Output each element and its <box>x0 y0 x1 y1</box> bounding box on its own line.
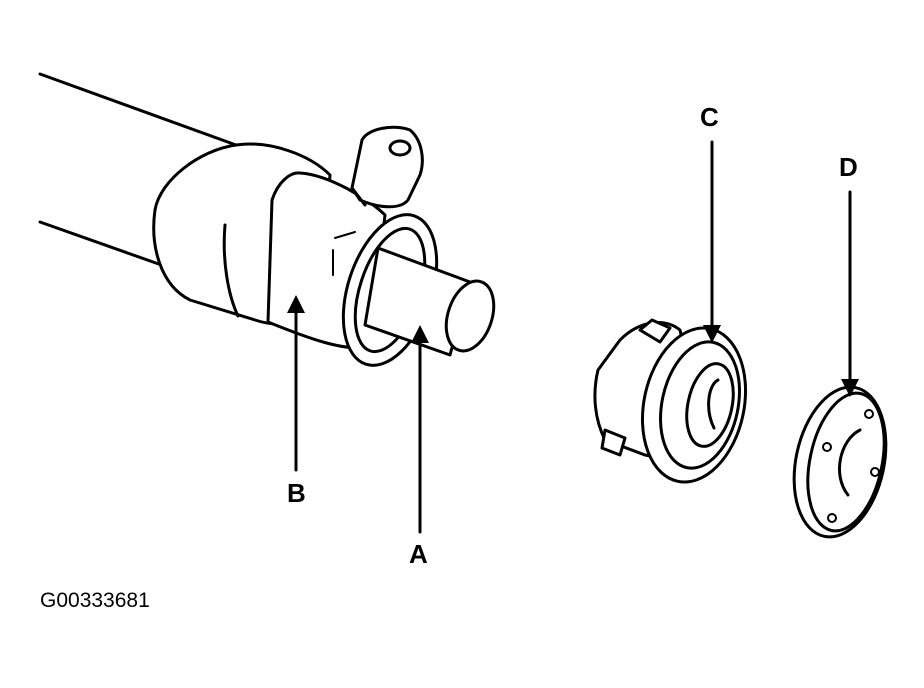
callout-label-b: B <box>287 478 306 508</box>
plate-d <box>792 385 888 539</box>
callout-label-d: D <box>839 152 858 182</box>
piston-rod <box>363 246 496 357</box>
mounting-eye <box>350 125 424 209</box>
callout-label-a: A <box>409 539 428 569</box>
tube-body <box>38 72 238 270</box>
end-fitting-c <box>593 318 748 484</box>
callout-label-c: C <box>700 102 719 132</box>
figure-id: G00333681 <box>40 589 150 612</box>
